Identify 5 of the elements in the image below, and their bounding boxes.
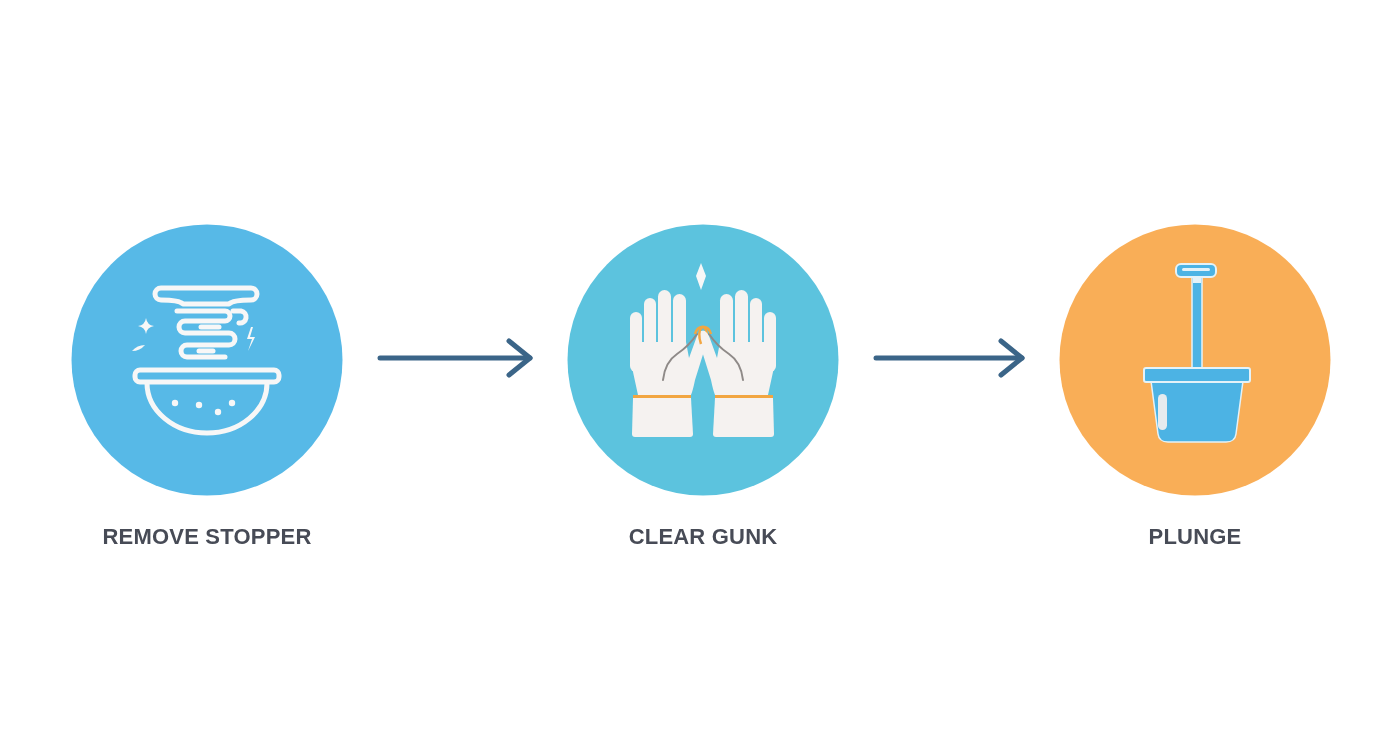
step-label: PLUNGE [1148, 524, 1242, 550]
arrow [873, 338, 1025, 378]
step-label: CLEAR GUNK [628, 524, 778, 550]
arrow [377, 338, 533, 378]
step-label: REMOVE STOPPER [102, 524, 312, 550]
